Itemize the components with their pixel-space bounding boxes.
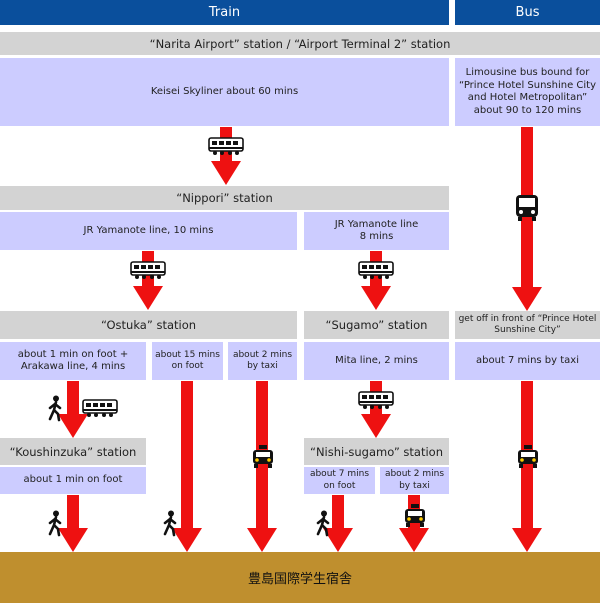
arrow-head — [361, 414, 391, 438]
arrow-shaft — [67, 495, 79, 528]
train-header: Train — [0, 0, 449, 25]
foot-arakawa-route: about 1 min on foot + Arakawa line, 4 mi… — [0, 342, 146, 380]
narita-airport-station: “Narita Airport” station / “Airport Term… — [0, 32, 600, 55]
arrow-head — [211, 161, 241, 185]
taxi-icon — [405, 504, 425, 527]
bus-icon — [516, 195, 538, 221]
nishi-sugamo-station: “Nishi-sugamo” station — [304, 438, 449, 465]
train-icon — [130, 261, 166, 279]
taxi-2-nishi-route: about 2 mins by taxi — [380, 467, 449, 494]
walking-person-icon — [48, 510, 62, 537]
walking-person-icon — [48, 395, 62, 422]
train-icon — [358, 261, 394, 279]
arrow-shaft — [332, 495, 344, 528]
arrow-head — [512, 528, 542, 552]
arrow-head — [58, 414, 88, 438]
keisei-skyliner-route: Keisei Skyliner about 60 mins — [0, 58, 449, 126]
bus-header: Bus — [455, 0, 600, 25]
taxi-icon — [253, 445, 273, 468]
arrow-shaft — [181, 381, 193, 528]
arrow-head — [399, 528, 429, 552]
taxi-7-bus-route: about 7 mins by taxi — [455, 342, 600, 380]
walking-person-icon — [163, 510, 177, 537]
walking-person-icon — [316, 510, 330, 537]
arrow-head — [323, 528, 353, 552]
foot-7-route: about 7 mins on foot — [304, 467, 375, 494]
destination-box: 豊島国際学生宿舎 — [0, 552, 600, 603]
arrow-head — [247, 528, 277, 552]
arrow-head — [58, 528, 88, 552]
jr-yamanote-route-left: JR Yamanote line, 10 mins — [0, 212, 297, 250]
bus-stop-prince-hotel: get off in front of “Prince Hotel Sunshi… — [455, 311, 600, 339]
ostuka-station: “Ostuka” station — [0, 311, 297, 339]
foot-15-route: about 15 mins on foot — [152, 342, 223, 380]
arrow-head — [512, 287, 542, 311]
taxi-icon — [518, 445, 538, 468]
train-icon — [82, 399, 118, 417]
jr-yamanote-route-right: JR Yamanote line 8 mins — [304, 212, 449, 250]
mita-line-route: Mita line, 2 mins — [304, 342, 449, 380]
arrow-head — [172, 528, 202, 552]
train-icon — [208, 137, 244, 155]
arrow-head — [361, 286, 391, 310]
arrow-shaft — [67, 381, 79, 414]
train-icon — [358, 391, 394, 409]
limousine-bus-route: Limousine bus bound for “Prince Hotel Su… — [455, 58, 600, 126]
foot-1-route: about 1 min on foot — [0, 467, 146, 494]
nippori-station: “Nippori” station — [0, 186, 449, 210]
sugamo-station: “Sugamo” station — [304, 311, 449, 339]
taxi-2-ostuka-route: about 2 mins by taxi — [228, 342, 297, 380]
arrow-head — [133, 286, 163, 310]
koushinzuka-station: “Koushinzuka” station — [0, 438, 146, 465]
